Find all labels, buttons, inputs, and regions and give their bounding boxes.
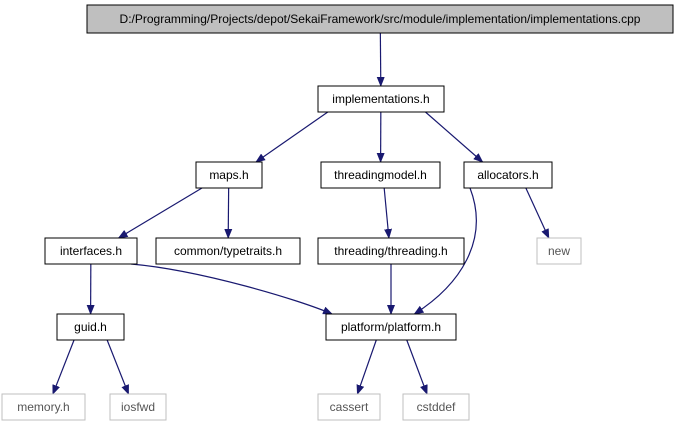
node-typetraits-h[interactable]: common/typetraits.h [155,237,301,265]
node-memory-h: memory.h [1,393,86,421]
edge-allocators_h-to-new [525,187,550,239]
node-guid-h[interactable]: guid.h [56,313,125,341]
node-box [317,393,381,421]
node-box [463,161,553,189]
node-implementations-h[interactable]: implementations.h [317,85,445,113]
edge-maps_h-to-interfaces_h [117,187,203,239]
node-label: maps.h [209,168,248,182]
edge-implementations_h-to-allocators_h [425,111,484,163]
node-root[interactable]: D:/Programming/Projects/depot/SekaiFrame… [86,4,674,34]
edge-guid_h-to-memory_h [52,339,75,395]
node-threadingmodel-h[interactable]: threadingmodel.h [320,161,441,189]
node-label: threading/threading.h [334,244,447,258]
edge-interfaces_h-to-platform_h [130,263,333,315]
node-box [86,4,674,34]
edge-guid_h-to-iosfwd [106,339,130,395]
edge-platform_h-to-cstddef [406,339,428,395]
node-label: new [548,244,570,258]
node-label: cstddef [417,400,456,414]
edges-layer [52,32,550,395]
node-threading-h[interactable]: threading/threading.h [317,237,465,265]
node-label: allocators.h [477,168,538,182]
node-box [402,393,470,421]
node-box [317,237,465,265]
node-allocators-h[interactable]: allocators.h [463,161,553,189]
node-box [56,313,125,341]
nodes-layer: D:/Programming/Projects/depot/SekaiFrame… [1,4,674,421]
node-box [155,237,301,265]
edge-platform_h-to-cassert [356,339,377,395]
node-label: cassert [330,400,369,414]
node-label: guid.h [74,320,107,334]
node-box [1,393,86,421]
node-box [317,85,445,113]
node-label: threadingmodel.h [334,168,427,182]
node-label: D:/Programming/Projects/depot/SekaiFrame… [120,12,641,26]
node-label: platform/platform.h [341,320,441,334]
node-label: implementations.h [332,92,429,106]
node-box [44,237,138,265]
node-new: new [536,237,582,265]
node-cassert: cassert [317,393,381,421]
node-cstddef: cstddef [402,393,470,421]
node-box [325,313,457,341]
node-box [195,161,263,189]
node-box [320,161,441,189]
node-maps-h[interactable]: maps.h [195,161,263,189]
node-platform-h[interactable]: platform/platform.h [325,313,457,341]
node-label: memory.h [17,400,69,414]
edge-threadingmodel_h-to-threading_h [383,187,393,239]
edge-implementations_h-to-maps_h [255,111,329,163]
node-box [536,237,582,265]
node-box [109,393,167,421]
node-label: common/typetraits.h [174,244,282,258]
edge-allocators_h-to-platform_h [413,187,477,315]
node-label: interfaces.h [60,244,122,258]
node-interfaces-h[interactable]: interfaces.h [44,237,138,265]
node-label: iosfwd [121,400,155,414]
node-iosfwd: iosfwd [109,393,167,421]
